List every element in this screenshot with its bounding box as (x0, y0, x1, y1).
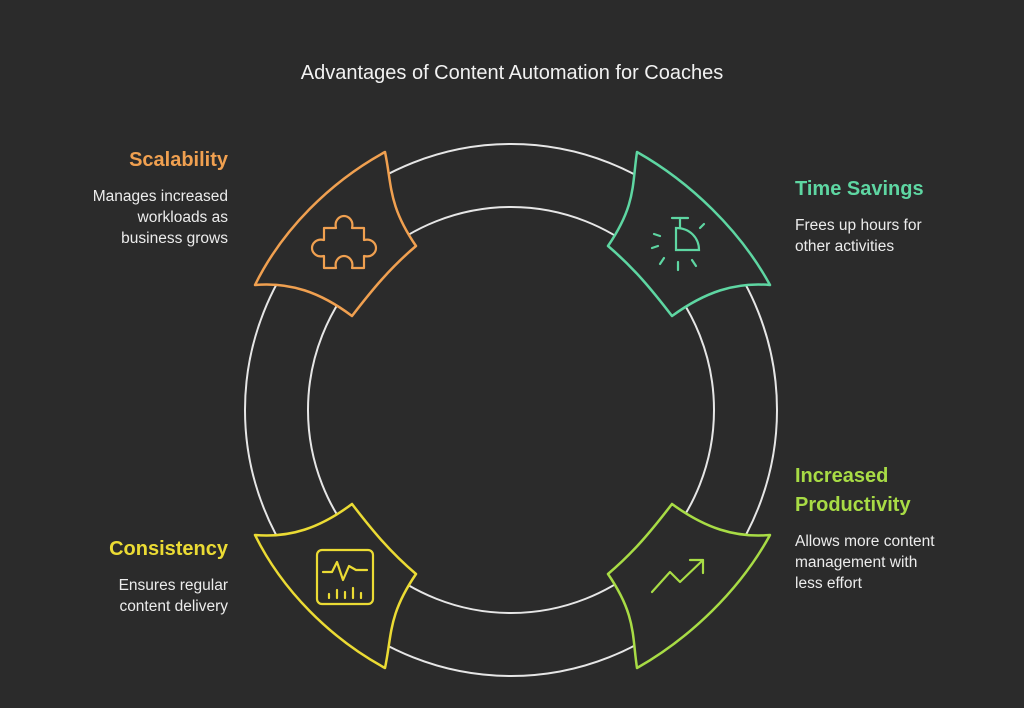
time-savings-block: Time Savings Frees up hours for other ac… (795, 175, 1005, 257)
puzzle-piece-icon (310, 214, 378, 270)
cycle-ring (244, 143, 778, 677)
time-savings-description: Frees up hours for other activities (795, 217, 922, 255)
consistency-title: Consistency (109, 538, 228, 560)
productivity-description: Allows more content management with less… (795, 533, 935, 592)
scalability-title: Scalability (129, 149, 228, 171)
consistency-block: Consistency Ensures regular content deli… (40, 535, 228, 617)
page-title: Advantages of Content Automation for Coa… (300, 62, 724, 84)
time-savings-title: Time Savings (795, 178, 924, 200)
scalability-description: Manages increased workloads as business … (92, 188, 228, 247)
monitor-chart-icon (315, 548, 375, 606)
consistency-arrow-segment (253, 502, 418, 670)
consistency-description: Ensures regular content delivery (118, 577, 228, 615)
stopwatch-icon (650, 216, 706, 272)
scalability-block: Scalability Manages increased workloads … (40, 146, 228, 249)
productivity-block: Increased Productivity Allows more conte… (795, 462, 1005, 594)
scalability-arrow-segment (253, 150, 418, 318)
time-savings-arrow-segment (606, 150, 772, 318)
productivity-arrow-segment (606, 502, 772, 670)
productivity-title: Increased Productivity (795, 465, 911, 516)
trending-up-icon (650, 558, 705, 594)
